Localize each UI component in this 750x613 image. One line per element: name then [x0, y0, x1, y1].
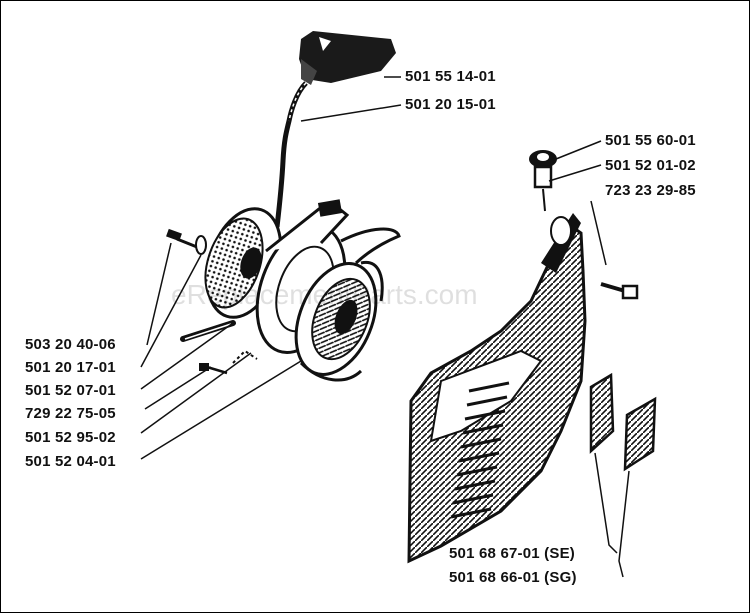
part-label-501520102: 501 52 01-02: [605, 157, 696, 174]
part-label-501529502: 501 52 95-02: [25, 429, 116, 446]
starter-spring: [294, 227, 401, 382]
handle-insert: [529, 150, 557, 212]
decal-se: [589, 372, 615, 454]
part-label-501686701: 501 68 67-01 (SE): [449, 545, 575, 562]
part-label-503204006: 503 20 40-06: [25, 336, 116, 353]
part-label-729227505: 729 22 75-05: [25, 405, 116, 422]
starter-handle: [299, 31, 396, 85]
rope-pulley: [204, 207, 283, 319]
screw-top-left: [166, 228, 198, 249]
washer-left: [195, 235, 207, 255]
watermark: eReplacementParts.com: [171, 279, 478, 310]
pin-left: [180, 320, 236, 342]
part-label-723232985: 723 23 29-85: [605, 182, 696, 199]
decal-sg: [623, 396, 657, 472]
leader-lines: [140, 76, 630, 578]
part-label-501201501: 501 20 15-01: [405, 96, 496, 113]
part-label-501551401: 501 55 14-01: [405, 68, 496, 85]
part-label-501556001: 501 55 60-01: [605, 132, 696, 149]
screw-right: [600, 282, 639, 300]
cover-vents: [450, 381, 510, 519]
part-label-501201701: 501 20 17-01: [25, 359, 116, 376]
part-label-501520401: 501 52 04-01: [25, 453, 116, 470]
starter-rope: [274, 81, 308, 228]
part-label-501686601: 501 68 66-01 (SG): [449, 569, 577, 586]
starter-cover: [407, 213, 587, 564]
part-label-501520701: 501 52 07-01: [25, 382, 116, 399]
